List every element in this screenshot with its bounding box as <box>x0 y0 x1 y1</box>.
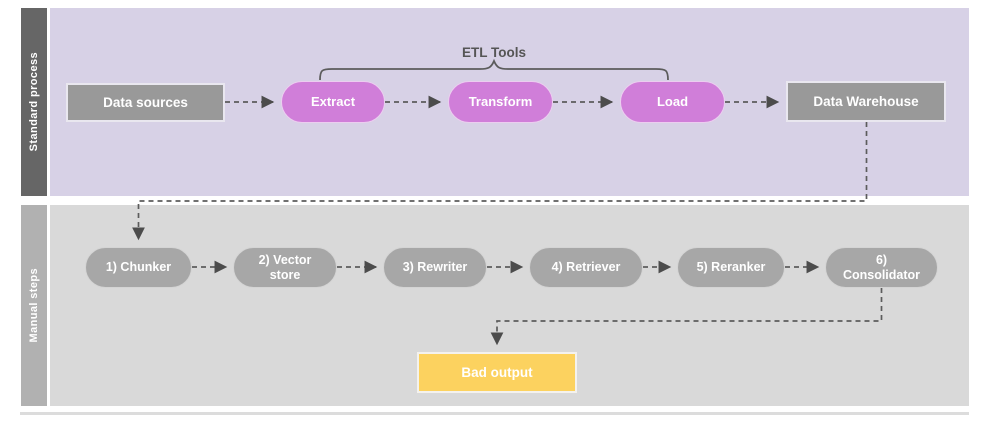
node-load-label: Load <box>656 93 689 109</box>
node-vector-store[interactable]: 2) Vector store <box>233 247 337 288</box>
etl-tools-brace <box>319 58 669 81</box>
bottom-divider-line <box>20 412 969 415</box>
node-bad-output[interactable]: Bad output <box>417 352 577 393</box>
node-chunker-label: 1) Chunker <box>105 260 172 275</box>
node-rewriter[interactable]: 3) Rewriter <box>383 247 487 288</box>
node-retriever-label: 4) Retriever <box>551 260 621 275</box>
node-transform-label: Transform <box>468 93 533 109</box>
connector-data-warehouse-chunker <box>132 122 868 241</box>
node-vector-store-label: 2) Vector store <box>258 253 312 282</box>
node-load[interactable]: Load <box>620 81 725 123</box>
node-retriever[interactable]: 4) Retriever <box>529 247 643 288</box>
node-reranker-label: 5) Reranker <box>696 260 766 275</box>
node-extract-label: Extract <box>310 93 356 109</box>
node-consolidator-label: 6) Consolidator <box>842 253 921 282</box>
node-data-sources-label: Data sources <box>103 94 188 110</box>
node-consolidator[interactable]: 6) Consolidator <box>825 247 938 288</box>
node-data-warehouse-label: Data Warehouse <box>813 93 919 109</box>
node-rewriter-label: 3) Rewriter <box>402 260 468 275</box>
node-transform[interactable]: Transform <box>448 81 553 123</box>
node-chunker[interactable]: 1) Chunker <box>85 247 192 288</box>
node-data-warehouse[interactable]: Data Warehouse <box>786 81 946 122</box>
etl-tools-label: ETL Tools <box>462 45 526 60</box>
node-reranker[interactable]: 5) Reranker <box>677 247 785 288</box>
connector-consolidator-bad-output <box>490 288 883 346</box>
node-bad-output-label: Bad output <box>461 364 533 380</box>
lane-header-manual-steps: Manual steps <box>21 205 47 406</box>
node-extract[interactable]: Extract <box>281 81 385 123</box>
node-data-sources[interactable]: Data sources <box>66 83 225 122</box>
lane-header-standard-process: Standard process <box>21 8 47 196</box>
